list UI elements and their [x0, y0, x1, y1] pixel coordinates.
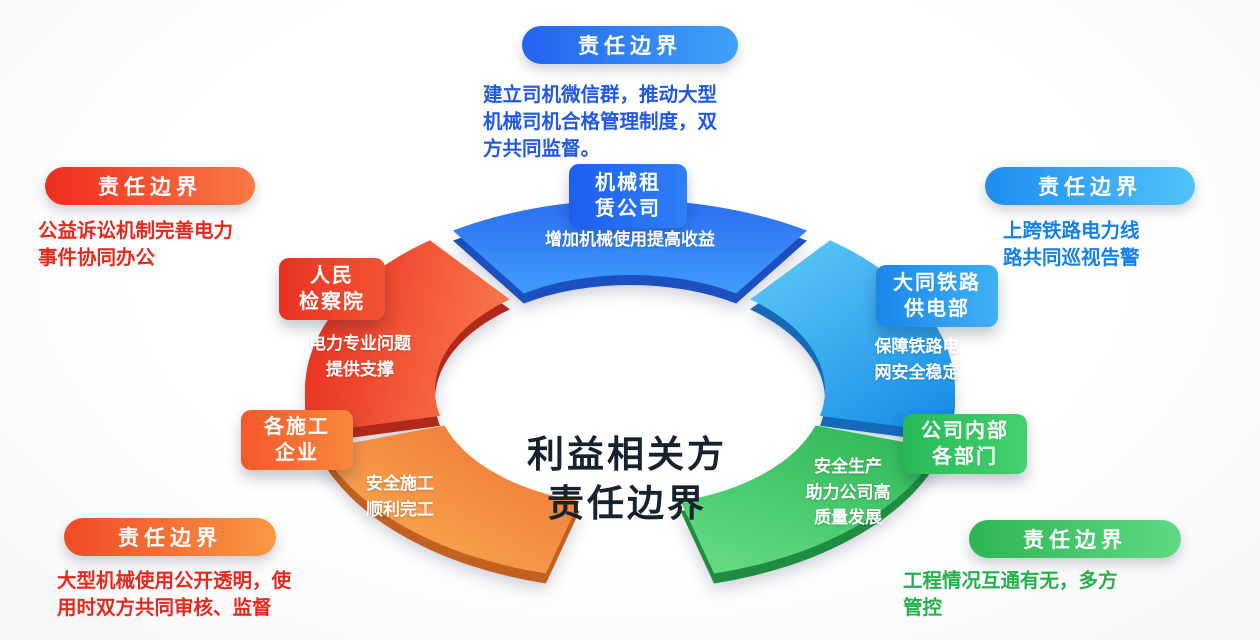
callout-text-left: 公益诉讼机制完善电力 事件协同办公 — [38, 219, 234, 269]
segment-label-construction: 各施工 企业 — [241, 410, 353, 470]
pill-bottom-left-responsibility: 责任边界 — [64, 518, 276, 556]
segment-label-railway: 大同铁路 供电部 — [876, 265, 998, 327]
segment-machinery-arc — [453, 199, 807, 294]
segment-internal-arc — [680, 425, 940, 574]
pill-bottom-right-responsibility: 责任边界 — [969, 520, 1181, 558]
pill-left-responsibility: 责任边界 — [45, 167, 255, 205]
center-title: 利益相关方 责任边界 — [527, 433, 727, 525]
callout-text-bottom-right: 工程情况互通有无，多方 管控 — [903, 569, 1118, 619]
callout-text-right: 上跨铁路电力线 路共同巡视告警 — [1003, 219, 1140, 269]
segment-label-internal: 公司内部 各部门 — [903, 414, 1027, 474]
callout-text-bottom-left: 大型机械使用公开透明，使 用时双方共同审核、监督 — [57, 569, 292, 619]
pill-top-responsibility: 责任边界 — [522, 26, 738, 64]
segment-label-machinery: 机械租 赁公司 — [569, 164, 687, 228]
segment-desc-procuratorate: 电力专业问题 提供支撑 — [309, 334, 411, 380]
callout-text-top: 建立司机微信群，推动大型 机械司机合格管理制度，双 方共同监督。 — [483, 83, 718, 160]
segment-desc-internal: 安全生产 助力公司高 质量发展 — [805, 457, 891, 528]
segment-desc-railway: 保障铁路电 网安全稳定 — [874, 337, 960, 383]
segment-construction-arc — [320, 425, 580, 574]
pill-right-responsibility: 责任边界 — [985, 167, 1195, 205]
segment-desc-construction: 安全施工 顺利完工 — [366, 474, 434, 520]
segment-label-procuratorate: 人民 检察院 — [279, 258, 385, 320]
segment-desc-machinery: 增加机械使用提高收益 — [545, 230, 715, 250]
